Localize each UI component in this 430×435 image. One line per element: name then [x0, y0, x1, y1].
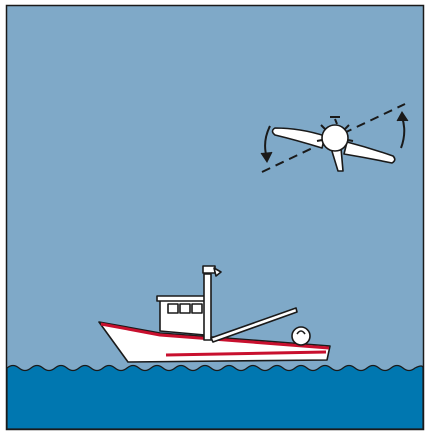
boat-winch	[292, 327, 310, 345]
boat-mast	[204, 274, 211, 340]
boat-window-2	[180, 304, 190, 313]
boat-window-3	[192, 304, 202, 313]
aircraft-fuselage	[322, 125, 348, 151]
boat-mast-top	[203, 266, 215, 273]
boat-wheelhouse-roof	[157, 296, 207, 301]
sea	[7, 366, 423, 430]
sky	[7, 6, 423, 372]
boat-window-1	[168, 304, 178, 313]
